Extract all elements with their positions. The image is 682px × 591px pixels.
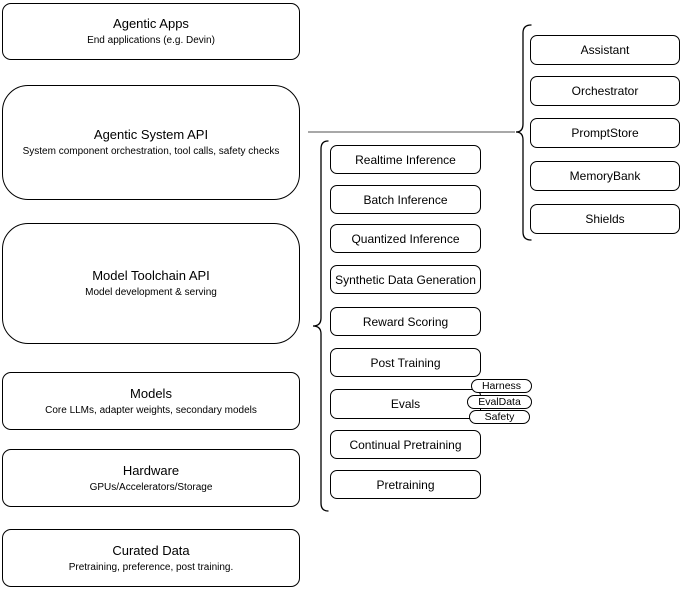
box-subtitle: GPUs/Accelerators/Storage — [89, 481, 213, 493]
system-box-memorybank: MemoryBank — [530, 161, 680, 191]
system-box-orchestrator: Orchestrator — [530, 76, 680, 106]
toolchain-box-reward-scoring: Reward Scoring — [330, 307, 481, 336]
toolchain-box-synthetic-data-generation: Synthetic Data Generation — [330, 265, 481, 294]
system-brace — [515, 24, 532, 241]
toolchain-box-realtime-inference: Realtime Inference — [330, 145, 481, 174]
box-title: Agentic Apps — [113, 16, 189, 31]
box-title: Curated Data — [112, 542, 190, 558]
toolchain-box-quantized-inference: Quantized Inference — [330, 224, 481, 253]
stack-box-models: Models Core LLMs, adapter weights, secon… — [2, 372, 300, 430]
toolchain-box-continual-pretraining: Continual Pretraining — [330, 430, 481, 459]
toolchain-box-post-training: Post Training — [330, 348, 481, 377]
box-title: Agentic System API — [93, 127, 209, 142]
eval-tag-harness: Harness — [471, 379, 532, 393]
box-subtitle: Model development & serving — [85, 287, 217, 298]
toolchain-box-batch-inference: Batch Inference — [330, 185, 481, 214]
system-box-assistant: Assistant — [530, 35, 680, 65]
toolchain-box-pretraining: Pretraining — [330, 470, 481, 499]
stack-box-agentic-system-api: Agentic System API System component orch… — [2, 85, 300, 200]
stack-box-model-toolchain-api: Model Toolchain API Model development & … — [2, 223, 300, 344]
box-title: Hardware — [122, 462, 180, 478]
stack-box-agentic-apps: Agentic Apps End applications (e.g. Devi… — [2, 3, 300, 60]
box-subtitle: End applications (e.g. Devin) — [87, 35, 215, 46]
system-box-shields: Shields — [530, 204, 680, 234]
box-subtitle: Core LLMs, adapter weights, secondary mo… — [45, 404, 257, 416]
toolchain-box-evals: Evals — [330, 389, 481, 419]
box-subtitle: Pretraining, preference, post training. — [68, 561, 234, 573]
eval-tag-evaldata: EvalData — [467, 395, 532, 409]
box-subtitle: System component orchestration, tool cal… — [22, 146, 280, 157]
toolchain-brace — [312, 140, 329, 512]
stack-box-hardware: Hardware GPUs/Accelerators/Storage — [2, 449, 300, 507]
system-box-promptstore: PromptStore — [530, 118, 680, 148]
stack-box-curated-data: Curated Data Pretraining, preference, po… — [2, 529, 300, 587]
box-title: Model Toolchain API — [92, 268, 210, 283]
eval-tag-safety: Safety — [469, 410, 530, 424]
box-title: Models — [130, 385, 172, 401]
